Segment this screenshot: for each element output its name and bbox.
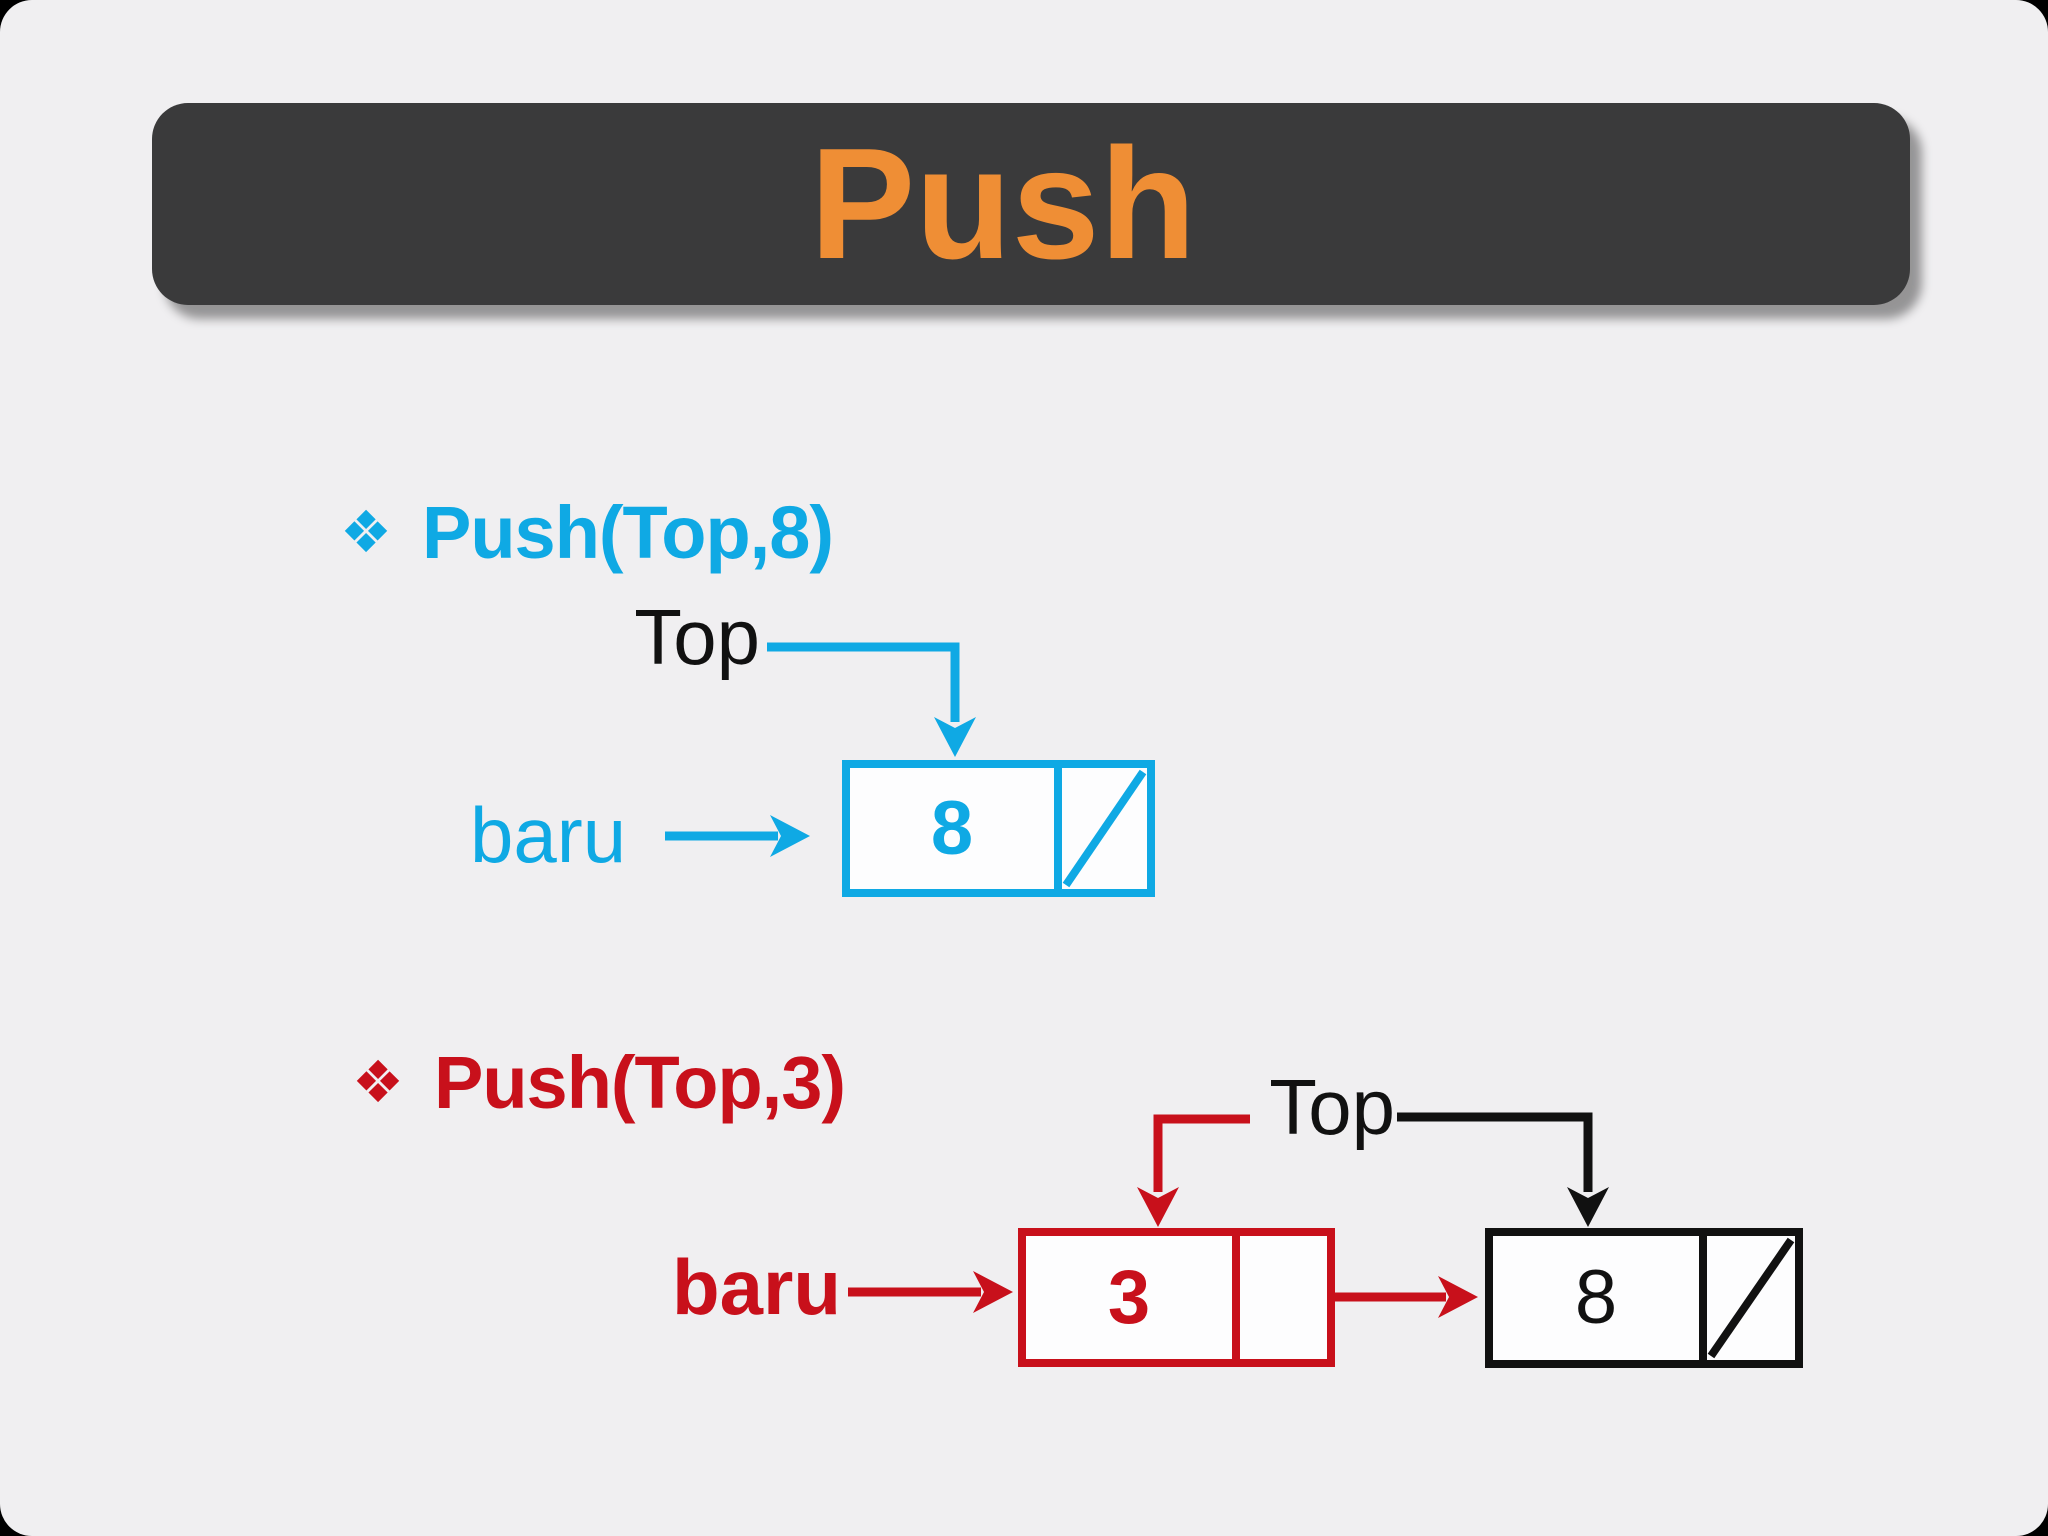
d1-node: 8	[842, 760, 1155, 897]
null-slash-icon	[1707, 1236, 1795, 1360]
push3-heading-label: Push(Top,3)	[434, 1041, 846, 1124]
d1-baru-label: baru	[470, 791, 627, 879]
push8-heading-label: Push(Top,8)	[422, 491, 834, 574]
d1-baru-arrow	[665, 815, 810, 857]
d1-top-pointer-arrow	[767, 642, 976, 757]
null-slash-icon	[1062, 768, 1147, 889]
d1-node-value: 8	[850, 768, 1062, 889]
d2-new-node-pointer	[1240, 1236, 1327, 1359]
d2-old-node: 8	[1485, 1228, 1803, 1368]
title-bar: Push	[152, 103, 1910, 305]
d2-old-node-pointer	[1707, 1236, 1795, 1360]
d2-baru-arrow	[848, 1271, 1013, 1313]
d2-top-label: Top	[1269, 1063, 1395, 1151]
d2-old-node-value: 8	[1493, 1236, 1707, 1360]
d2-baru-label: baru	[672, 1243, 842, 1331]
diamond-bullet-icon: ❖	[340, 500, 392, 565]
diamond-bullet-icon: ❖	[352, 1050, 404, 1115]
section-push3-heading: ❖ Push(Top,3)	[352, 1040, 846, 1126]
d2-new-node-value: 3	[1026, 1236, 1240, 1359]
d2-top-pointer-arrow-old	[1397, 1112, 1609, 1227]
d1-top-label: Top	[634, 593, 760, 681]
page-title: Push	[809, 116, 1197, 292]
d2-new-node: 3	[1018, 1228, 1335, 1367]
d1-node-pointer	[1062, 768, 1147, 889]
section-push8-heading: ❖ Push(Top,8)	[340, 490, 834, 576]
